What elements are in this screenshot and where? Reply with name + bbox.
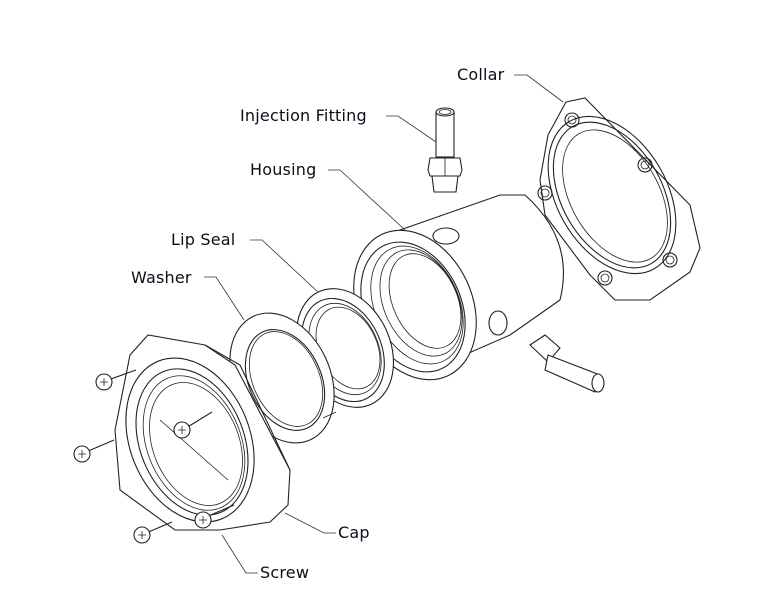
screw bbox=[173, 411, 213, 439]
leader-screw bbox=[221, 534, 258, 574]
label-injection-fitting: Injection Fitting bbox=[240, 106, 367, 125]
leader-cap bbox=[284, 512, 336, 534]
label-cap: Cap bbox=[338, 523, 370, 542]
label-housing: Housing bbox=[250, 160, 317, 179]
injection-fitting-part bbox=[427, 107, 463, 193]
screw bbox=[73, 439, 115, 463]
leader-housing bbox=[328, 169, 406, 231]
label-washer: Washer bbox=[131, 268, 192, 287]
label-lip-seal: Lip Seal bbox=[171, 230, 236, 249]
leader-injection-fitting bbox=[386, 115, 437, 143]
leader-washer bbox=[204, 276, 245, 321]
cap-part bbox=[114, 334, 291, 531]
collar-part bbox=[537, 97, 701, 301]
leader-lip-seal bbox=[250, 239, 319, 293]
screw bbox=[95, 369, 137, 391]
leader-lines bbox=[204, 74, 564, 574]
screw bbox=[133, 521, 173, 544]
screws-part bbox=[73, 369, 235, 544]
screw bbox=[194, 504, 235, 529]
label-collar: Collar bbox=[457, 65, 505, 84]
label-screw: Screw bbox=[260, 563, 310, 582]
leader-collar bbox=[514, 74, 564, 103]
side-fitting-part bbox=[529, 334, 605, 393]
